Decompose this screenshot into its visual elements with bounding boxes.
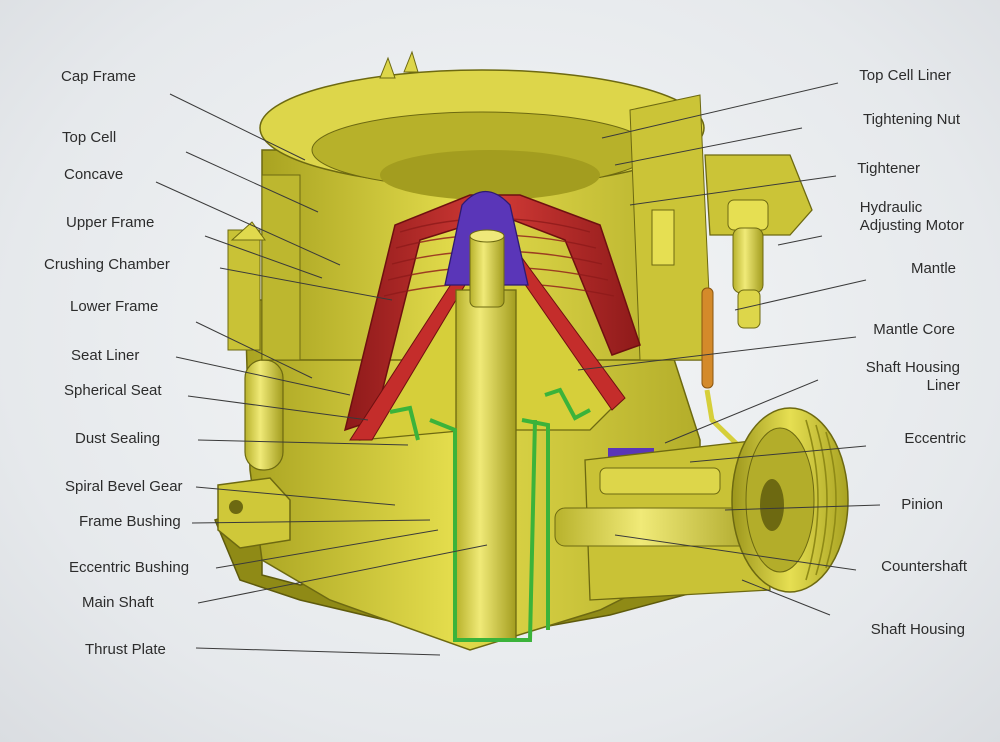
label-top-cell: Top Cell — [62, 129, 117, 146]
label-mantle: Mantle — [910, 260, 956, 277]
label-main-shaft: Main Shaft — [82, 594, 154, 611]
label-shaft-housing-liner: Shaft Housing Liner — [865, 359, 960, 394]
label-seat-liner: Seat Liner — [71, 347, 140, 364]
label-top-cell-liner: Top Cell Liner — [859, 67, 951, 84]
label-pinion: Pinion — [901, 496, 943, 513]
label-hydraulic-adjusting-motor: Hydraulic Adjusting Motor — [859, 199, 964, 234]
label-cap-frame: Cap Frame — [61, 68, 137, 85]
label-tightening-nut: Tightening Nut — [862, 111, 960, 128]
label-countershaft: Countershaft — [881, 558, 967, 575]
label-shaft-housing: Shaft Housing — [870, 621, 965, 638]
pulley — [731, 407, 849, 593]
label-tightener: Tightener — [857, 160, 920, 177]
hydraulic-pipe — [701, 287, 714, 389]
label-eccentric-bushing: Eccentric Bushing — [69, 559, 190, 576]
label-thrust-plate: Thrust Plate — [85, 641, 166, 658]
green-seals — [389, 387, 591, 642]
main-shaft-body — [455, 289, 517, 641]
label-lower-frame: Lower Frame — [70, 298, 159, 315]
label-mantle-core: Mantle Core — [873, 321, 955, 338]
label-spiral-bevel-gear: Spiral Bevel Gear — [65, 478, 183, 495]
label-crushing-chamber: Crushing Chamber — [44, 256, 170, 273]
hydraulic-motor — [704, 154, 813, 329]
label-concave: Concave — [64, 166, 124, 183]
leader-lines — [155, 82, 881, 656]
label-upper-frame: Upper Frame — [66, 214, 155, 231]
label-eccentric: Eccentric — [904, 430, 966, 447]
label-spherical-seat: Spherical Seat — [64, 382, 162, 399]
label-dust-sealing: Dust Sealing — [75, 430, 161, 447]
label-frame-bushing: Frame Bushing — [79, 513, 181, 530]
left-bracket — [217, 477, 291, 549]
machine — [213, 50, 849, 651]
